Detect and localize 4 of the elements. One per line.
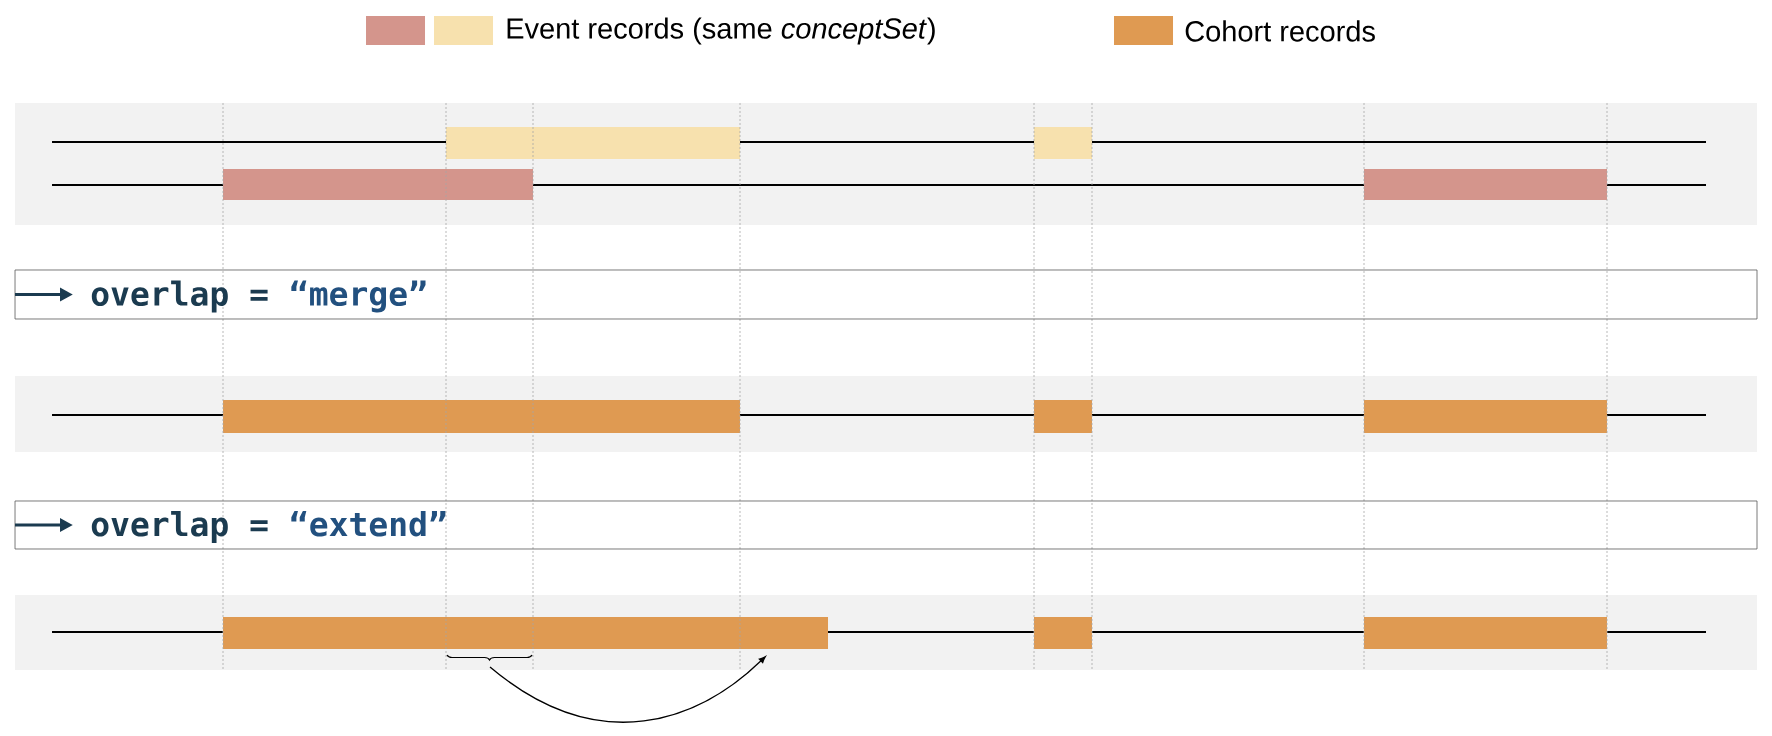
legend-text: Event records (same conceptSet): [507, 17, 935, 45]
code-box: overlap = “extend”: [14, 500, 1758, 550]
legend-text: Cohort records: [1185, 20, 1375, 42]
code-box: overlap = “merge”: [14, 269, 1758, 320]
